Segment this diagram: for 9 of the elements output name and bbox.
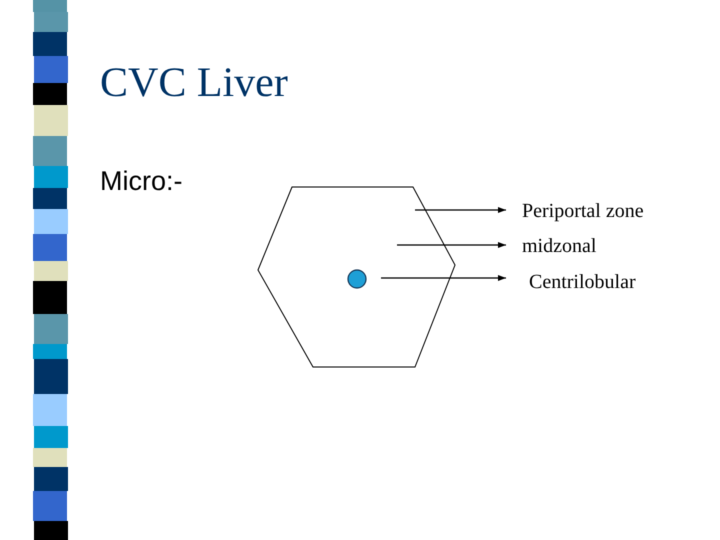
zone-label: Periportal zone <box>508 198 678 224</box>
leader-arrow <box>381 275 506 281</box>
section-label: Micro:- <box>100 165 182 197</box>
slide-title: CVC Liver <box>100 59 288 108</box>
leader-arrow <box>415 207 506 213</box>
zone-label: Centrilobular <box>508 269 678 295</box>
leader-arrow <box>397 242 506 248</box>
central-vein-dot <box>347 269 367 289</box>
zone-label: midzonal <box>508 233 678 259</box>
